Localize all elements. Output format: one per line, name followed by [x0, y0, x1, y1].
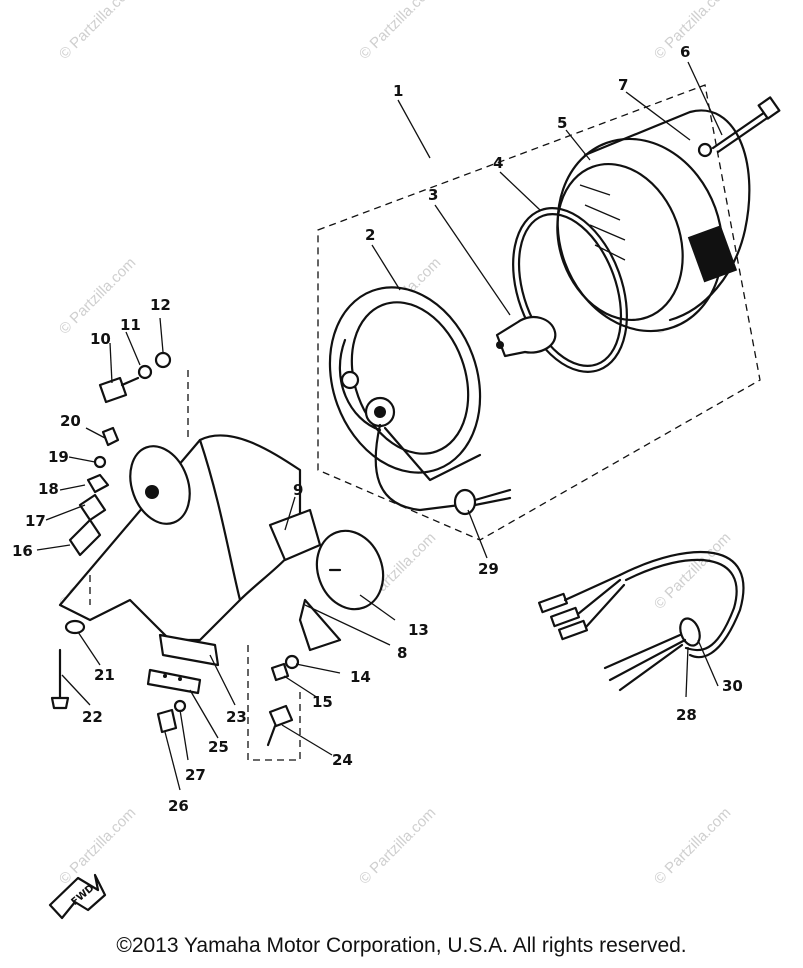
watermark: © Partzilla.com	[56, 804, 139, 887]
watermark: © Partzilla.com	[56, 0, 139, 63]
callout-21: 21	[94, 666, 115, 684]
callout-18: 18	[38, 480, 59, 498]
tail-light-base	[328, 286, 512, 516]
leader-lines	[36, 61, 723, 791]
callout-7: 7	[618, 76, 628, 94]
callout-8: 8	[397, 644, 407, 662]
callout-6: 6	[680, 43, 690, 61]
watermark: © Partzilla.com	[651, 804, 734, 887]
callout-23: 23	[226, 708, 247, 726]
callout-4: 4	[493, 154, 503, 172]
mounting-bolt	[697, 96, 781, 158]
callout-10: 10	[90, 330, 111, 348]
license-plate-light-parts	[146, 633, 220, 695]
lens-gasket	[512, 207, 628, 373]
callout-12: 12	[150, 296, 171, 314]
callout-28: 28	[676, 706, 697, 724]
callout-17: 17	[25, 512, 46, 530]
callout-30: 30	[722, 677, 743, 695]
callouts: 1 2 3 4 5 6 7 8 9 10 11 12 13 14 15 16 1…	[12, 43, 743, 815]
wire-harness	[537, 550, 745, 692]
watermark: © Partzilla.com	[651, 529, 734, 612]
watermark: © Partzilla.com	[356, 0, 439, 63]
callout-14: 14	[350, 668, 371, 686]
bulb	[495, 315, 557, 358]
watermark: © Partzilla.com	[356, 804, 439, 887]
callout-11: 11	[120, 316, 141, 334]
assembly-1-bracket	[317, 84, 761, 541]
copyright-notice: ©2013 Yamaha Motor Corporation, U.S.A. A…	[116, 934, 687, 957]
small-hardware	[50, 351, 300, 747]
callout-9: 9	[293, 481, 303, 499]
callout-2: 2	[365, 226, 375, 244]
mounting-bracket	[58, 434, 385, 652]
callout-25: 25	[208, 738, 229, 756]
callout-29: 29	[478, 560, 499, 578]
callout-24: 24	[332, 751, 353, 769]
callout-5: 5	[557, 114, 567, 132]
callout-16: 16	[12, 542, 33, 560]
callout-1: 1	[393, 82, 403, 100]
callout-20: 20	[60, 412, 81, 430]
tail-light-lens	[556, 109, 751, 333]
callout-19: 19	[48, 448, 69, 466]
callout-22: 22	[82, 708, 103, 726]
callout-13: 13	[408, 621, 429, 639]
watermark: © Partzilla.com	[651, 0, 734, 63]
callout-15: 15	[312, 693, 333, 711]
callout-3: 3	[428, 186, 438, 204]
fwd-arrow-icon: FWD	[48, 873, 107, 920]
callout-26: 26	[168, 797, 189, 815]
callout-27: 27	[185, 766, 206, 784]
